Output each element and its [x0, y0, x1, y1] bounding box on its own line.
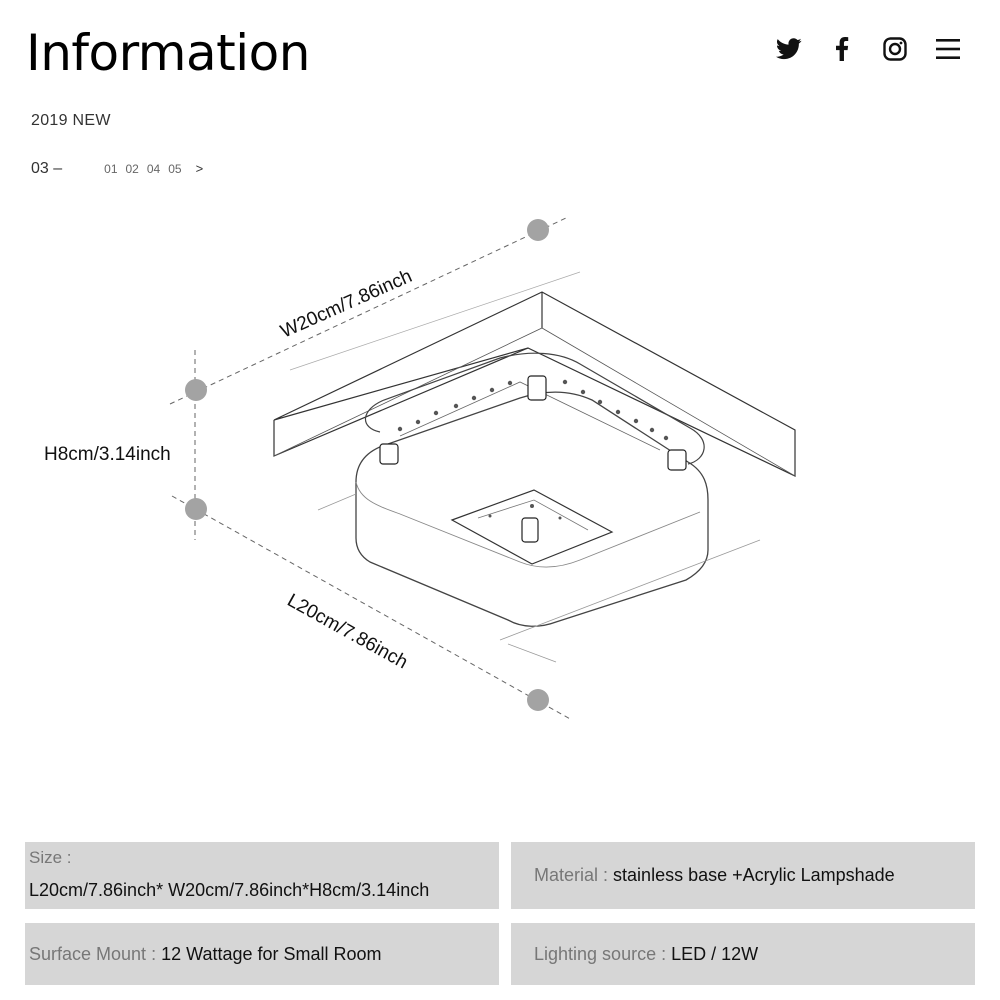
spec-size-value: L20cm/7.86inch* W20cm/7.86inch*H8cm/3.14…: [29, 880, 430, 900]
facebook-icon[interactable]: [815, 34, 868, 64]
height-label: H8cm/3.14inch: [44, 444, 171, 465]
spec-lighting-label: Lighting source :: [534, 943, 667, 964]
current-page: 03 –: [31, 160, 63, 177]
page-title: Information: [26, 24, 310, 82]
spec-lighting: Lighting source : LED / 12W: [511, 923, 975, 985]
center-square: [450, 489, 614, 565]
ceiling-base-outline: [273, 291, 796, 477]
collection-label: 2019 NEW: [31, 112, 111, 129]
pagination: 03 – 01 02 04 05 >: [31, 160, 203, 178]
menu-icon[interactable]: [921, 34, 974, 64]
instagram-icon[interactable]: [868, 34, 921, 64]
spec-material-value: stainless base +Acrylic Lampshade: [613, 865, 895, 885]
next-page-button[interactable]: >: [195, 161, 204, 176]
page-link-02[interactable]: 02: [125, 162, 139, 176]
led-dots: [397, 379, 669, 520]
twitter-icon[interactable]: [762, 34, 815, 64]
spec-size-label: Size :: [29, 848, 72, 867]
connectors: [379, 375, 687, 543]
spec-size: Size : L20cm/7.86inch* W20cm/7.86inch*H8…: [25, 842, 499, 909]
width-dimension-line: [169, 217, 567, 405]
length-label: L20cm/7.86inch: [284, 590, 412, 673]
spec-material: Material : stainless base +Acrylic Lamps…: [511, 842, 975, 909]
page-link-05[interactable]: 05: [168, 162, 182, 176]
page-link-01[interactable]: 01: [104, 162, 118, 176]
spec-mount-label: Surface Mount :: [29, 943, 157, 964]
dimension-markers: [185, 219, 549, 711]
mounting-ring: [364, 352, 705, 465]
spec-mount-value: 12 Wattage for Small Room: [161, 943, 382, 964]
width-label: W20cm/7.86inch: [277, 266, 415, 343]
length-dimension-line: [171, 495, 573, 721]
page-link-04[interactable]: 04: [146, 162, 161, 176]
spec-mount: Surface Mount : 12 Wattage for Small Roo…: [25, 923, 499, 985]
ceiling-base-front: [273, 347, 529, 457]
spec-material-label: Material :: [534, 865, 609, 885]
lampshade-outline: [355, 391, 709, 627]
social-bar: [762, 34, 974, 64]
spec-lighting-value: LED / 12W: [671, 943, 759, 964]
product-dimension-drawing: W20cm/7.86inch H8cm/3.14inch L20cm/7.86i…: [44, 217, 796, 721]
